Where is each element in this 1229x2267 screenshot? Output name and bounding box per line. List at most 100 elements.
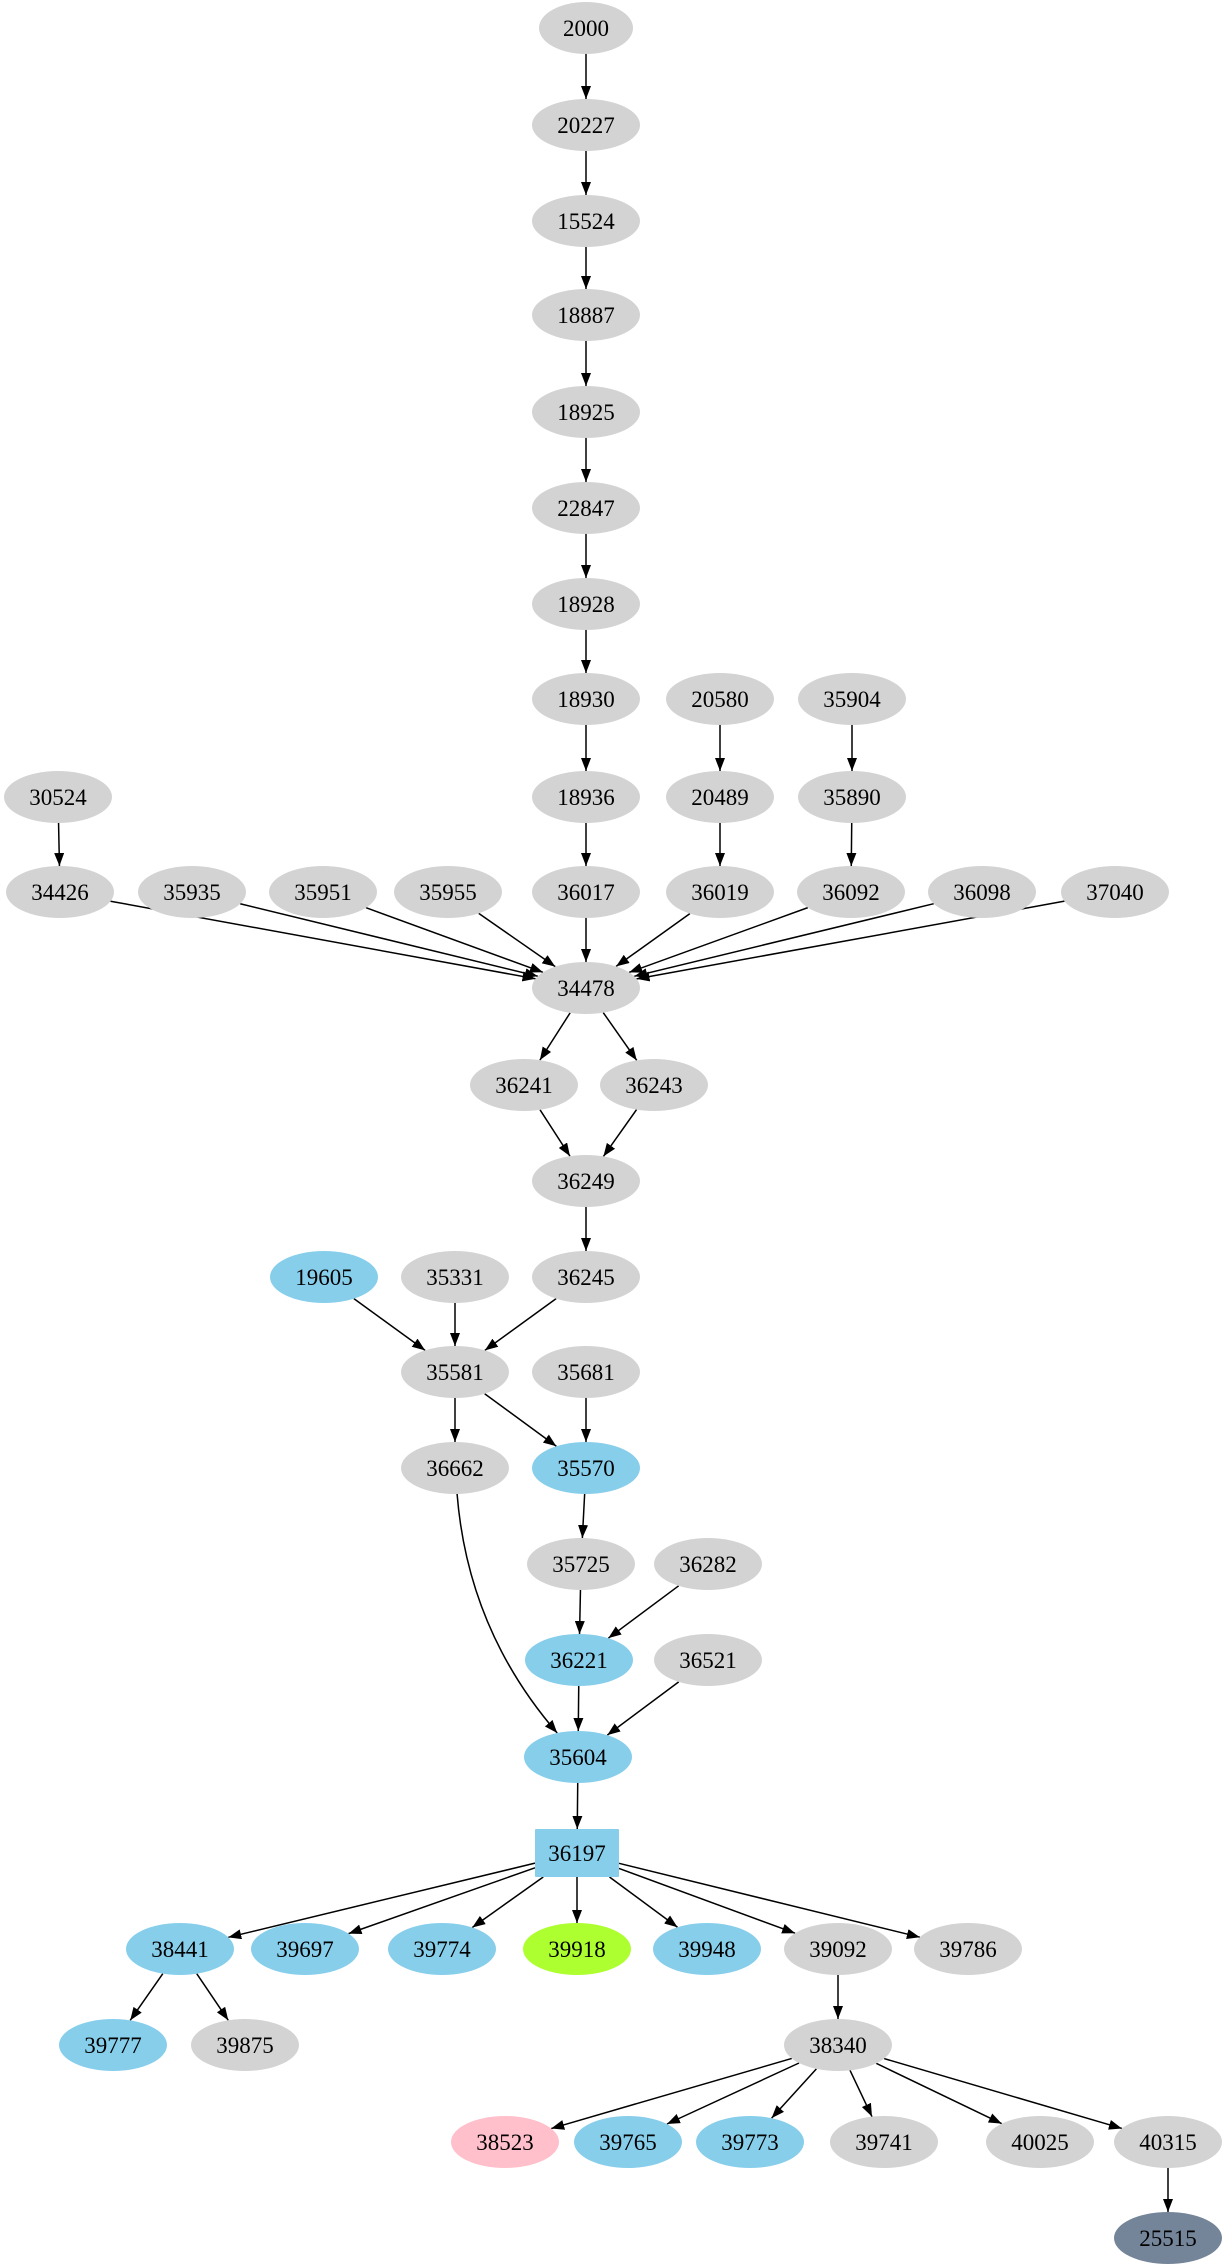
node-label: 35681 (557, 1359, 615, 1385)
node-label: 38523 (476, 2129, 534, 2155)
node-18928: 18928 (532, 578, 640, 630)
node-35935: 35935 (138, 866, 246, 918)
node-22847: 22847 (532, 482, 640, 534)
node-36243: 36243 (600, 1059, 708, 1111)
node-label: 35935 (163, 879, 221, 905)
node-35951: 35951 (269, 866, 377, 918)
node-label: 39774 (413, 1936, 471, 1962)
edge-36197-38441 (228, 1862, 536, 1940)
node-label: 35604 (549, 1744, 607, 1770)
node-label: 36282 (679, 1551, 737, 1577)
node-label: 39918 (548, 1936, 606, 1962)
node-label: 19605 (295, 1264, 353, 1290)
edge-36197-39774 (471, 1876, 544, 1929)
edge-36662-35604 (456, 1493, 558, 1734)
node-40315: 40315 (1114, 2116, 1222, 2168)
node-label: 35581 (426, 1359, 484, 1385)
node-39697: 39697 (251, 1923, 359, 1975)
node-label: 36197 (548, 1840, 606, 1866)
node-36282: 36282 (654, 1538, 762, 1590)
edge-34478-36243 (602, 1012, 638, 1061)
node-36019: 36019 (666, 866, 774, 918)
node-20227: 20227 (532, 99, 640, 151)
node-38523: 38523 (451, 2116, 559, 2168)
node-label: 36017 (557, 879, 615, 905)
node-label: 36098 (953, 879, 1011, 905)
node-18925: 18925 (532, 386, 640, 438)
edge-35935-34478 (240, 903, 538, 979)
node-label: 2000 (563, 15, 609, 41)
node-20580: 20580 (666, 673, 774, 725)
edge-19605-35581 (353, 1298, 426, 1351)
node-label: 39777 (84, 2032, 142, 2058)
node-label: 38441 (151, 1936, 209, 1962)
node-39786: 39786 (914, 1923, 1022, 1975)
node-label: 36243 (625, 1072, 683, 1098)
node-39774: 39774 (388, 1923, 496, 1975)
node-label: 36221 (550, 1647, 608, 1673)
edge-38340-40025 (875, 2062, 1003, 2125)
node-36521: 36521 (654, 1634, 762, 1686)
node-36092: 36092 (797, 866, 905, 918)
node-label: 18887 (557, 302, 615, 328)
edge-36098-34478 (634, 902, 934, 979)
node-39918: 39918 (523, 1923, 631, 1975)
node-25515: 25515 (1114, 2212, 1222, 2264)
edge-36019-34478 (615, 912, 691, 968)
node-36241: 36241 (470, 1059, 578, 1111)
node-label: 35890 (823, 784, 881, 810)
edge-36197-39948 (609, 1876, 678, 1928)
node-label: 35331 (426, 1264, 484, 1290)
node-2000: 2000 (539, 2, 633, 54)
node-label: 36019 (691, 879, 749, 905)
node-label: 39697 (276, 1936, 334, 1962)
node-35904: 35904 (798, 673, 906, 725)
node-35890: 35890 (798, 771, 906, 823)
node-36662: 36662 (401, 1442, 509, 1494)
edge-38340-38523 (550, 2057, 793, 2130)
edge-30524-34426 (54, 822, 65, 867)
edge-36197-39092 (618, 1867, 796, 1934)
node-35681: 35681 (532, 1346, 640, 1398)
node-36197: 36197 (535, 1829, 619, 1877)
edge-36521-35604 (606, 1681, 680, 1736)
node-35581: 35581 (401, 1346, 509, 1398)
node-label: 36662 (426, 1455, 484, 1481)
node-39092: 39092 (784, 1923, 892, 1975)
node-40025: 40025 (986, 2116, 1094, 2168)
node-15524: 15524 (532, 195, 640, 247)
edge-35570-35725 (578, 1493, 589, 1539)
node-39741: 39741 (830, 2116, 938, 2168)
node-label: 30524 (29, 784, 87, 810)
node-label: 37040 (1086, 879, 1144, 905)
edge-38340-39741 (849, 2070, 873, 2117)
node-36017: 36017 (532, 866, 640, 918)
node-label: 40315 (1139, 2129, 1197, 2155)
edge-35951-34478 (365, 907, 544, 973)
edge-34478-36241 (539, 1012, 571, 1061)
node-label: 35955 (419, 879, 477, 905)
node-35570: 35570 (532, 1442, 640, 1494)
node-label: 34426 (31, 879, 89, 905)
node-36098: 36098 (928, 866, 1036, 918)
node-label: 35570 (557, 1455, 615, 1481)
node-label: 36245 (557, 1264, 615, 1290)
node-label: 18936 (557, 784, 615, 810)
edge-38340-39773 (771, 2068, 817, 2119)
node-label: 40025 (1011, 2129, 1069, 2155)
node-34478: 34478 (532, 962, 640, 1014)
edge-36092-34478 (628, 906, 809, 974)
node-39948: 39948 (653, 1923, 761, 1975)
node-label: 36521 (679, 1647, 737, 1673)
node-39773: 39773 (696, 2116, 804, 2168)
node-label: 38340 (809, 2032, 867, 2058)
node-label: 36241 (495, 1072, 553, 1098)
node-label: 39875 (216, 2032, 274, 2058)
edge-36245-35581 (484, 1298, 557, 1351)
node-label: 20227 (557, 112, 615, 138)
edge-36241-36249 (539, 1109, 571, 1157)
edge-35955-34478 (478, 912, 556, 968)
node-label: 15524 (557, 208, 615, 234)
